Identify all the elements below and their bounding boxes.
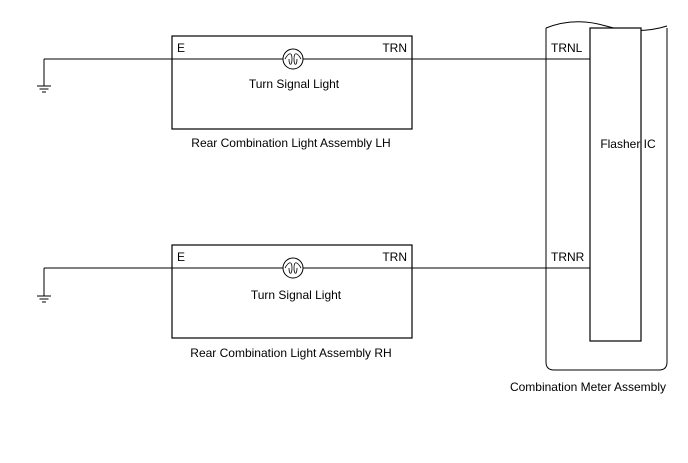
bulb-icon — [282, 257, 304, 279]
flasher-ic-label: Flasher IC — [600, 137, 656, 151]
assembly-label-lh: Rear Combination Light Assembly LH — [191, 136, 390, 150]
assembly-label-rh: Rear Combination Light Assembly RH — [190, 346, 391, 360]
meter-outline — [545, 28, 668, 371]
flasher-ic-box — [589, 27, 642, 342]
lh-circuit: E TRN Turn Signal Light Rear Combination… — [37, 35, 590, 150]
pin-trnl: TRNL — [551, 41, 583, 55]
pin-e-lh: E — [177, 41, 185, 55]
bulb-label-lh: Turn Signal Light — [249, 77, 340, 91]
combination-meter-assembly: TRNL TRNR Flasher IC Combination Meter A… — [510, 21, 668, 394]
bulb-icon — [282, 48, 304, 70]
meter-wavy-top — [545, 21, 668, 31]
rh-circuit: E TRN Turn Signal Light Rear Combination… — [37, 244, 590, 360]
pin-trn-lh: TRN — [382, 41, 407, 55]
pin-e-rh: E — [177, 250, 185, 264]
pin-trnr: TRNR — [551, 250, 585, 264]
bulb-label-rh: Turn Signal Light — [251, 288, 342, 302]
ground-icon — [37, 59, 51, 93]
pin-trn-rh: TRN — [382, 250, 407, 264]
meter-assembly-label: Combination Meter Assembly — [510, 380, 666, 394]
ground-icon — [37, 268, 51, 303]
